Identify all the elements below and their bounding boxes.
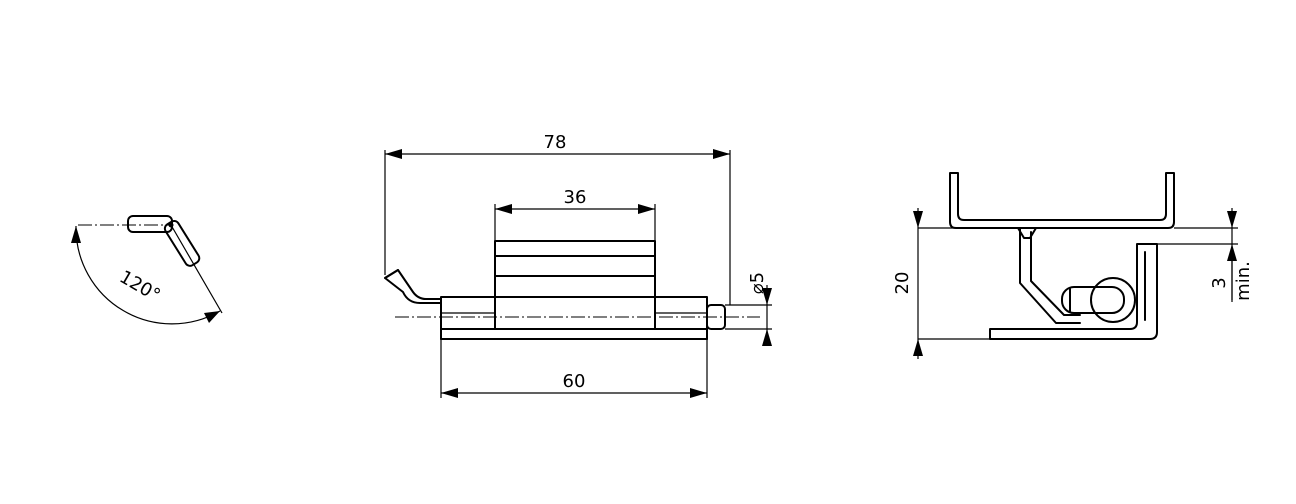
pin-cylinder (1061, 286, 1125, 314)
angle-arrow-end (204, 311, 220, 323)
lower-bracket (989, 243, 1158, 340)
clear-arrow-bottom (1227, 244, 1237, 261)
dim-clearance: 3 (1209, 277, 1230, 288)
dim-hinge-length: 60 (563, 371, 586, 392)
hook-inner (1030, 231, 1081, 316)
clear-arrow-top (1227, 211, 1237, 228)
angle-view: 120° (71, 215, 223, 325)
dim36-arrow-left (495, 204, 512, 214)
angle-label: 120° (116, 266, 164, 306)
dim60-arrow-left (441, 388, 458, 398)
dia-arrow-top (762, 288, 772, 305)
pin-ring (1090, 277, 1136, 323)
upper-bracket (949, 172, 1175, 229)
lever-rotated (163, 219, 201, 267)
angle-arc (75, 225, 221, 325)
dim-overall-length: 78 (544, 132, 567, 153)
hook-joint (1017, 227, 1037, 239)
dim20-arrow-bottom (913, 339, 923, 356)
hook-outer (1019, 227, 1081, 324)
dim78-arrow-right (713, 149, 730, 159)
dim78-arrow-left (385, 149, 402, 159)
angle-arrow-start (71, 226, 81, 243)
dim60-arrow-right (690, 388, 707, 398)
dim36-arrow-right (638, 204, 655, 214)
dim-height: 20 (892, 272, 913, 295)
front-view: 78 36 60 ⌀5 (384, 132, 772, 398)
dim20-arrow-top (913, 211, 923, 228)
pin-handle (384, 269, 442, 304)
handle-tip (384, 269, 399, 279)
upper-leaf (494, 240, 656, 298)
side-view: 20 3 min. (892, 172, 1254, 359)
angle-extension-line (170, 224, 223, 314)
dim-clearance-note: min. (1233, 261, 1254, 301)
dim-pin-diameter: ⌀5 (747, 272, 768, 294)
dia-arrow-bottom (762, 329, 772, 346)
dim-leaf-width: 36 (564, 187, 587, 208)
